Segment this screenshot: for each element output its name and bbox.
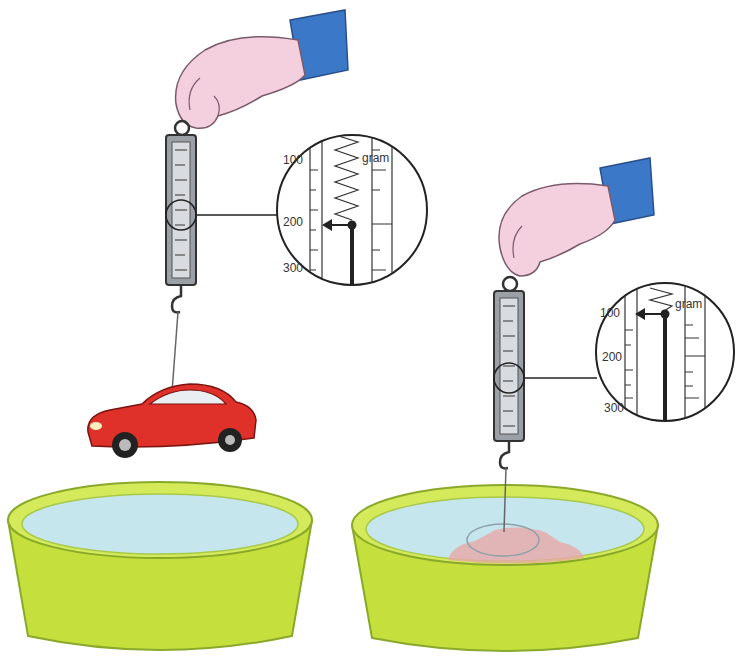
spring [650,288,672,311]
zoom-marker [494,363,524,393]
pointer-head [322,219,332,231]
string [172,312,178,392]
scale-ticks [625,330,633,398]
leader-line [196,214,277,216]
scale-ticks [372,223,392,224]
zoom-scale [310,130,392,292]
scale-ticks [685,355,705,356]
scale-edge [624,280,625,425]
scale-number: 200 [283,216,303,228]
scale-window [500,298,518,434]
toy-car [88,384,256,458]
scale-ring [175,121,189,135]
car-hub [225,435,235,445]
hand [176,10,348,128]
leader-line [524,377,597,379]
finger-line [513,226,522,258]
car-window [150,390,226,404]
hand-palm [176,37,305,129]
spring-scale [166,121,277,392]
submerged-car-outline [467,524,539,556]
zoom-scale [625,280,705,425]
scale-ticks [372,150,386,270]
car-body [88,384,256,447]
water-surface [22,494,298,554]
scale-edge [391,130,392,290]
finger-line [189,78,200,110]
scale-ticks [175,150,187,270]
string [504,468,506,532]
car-hub [119,439,131,451]
scale-number: 300 [604,402,624,414]
finger-line [214,96,219,116]
unit-label: gram [675,298,702,310]
scale-ticks [310,170,318,270]
scale-body [166,135,196,285]
zoom-circle [596,280,734,425]
basin-rim [8,482,312,558]
scale-hook [500,441,509,468]
pointer-rod [663,314,667,425]
hand-palm [499,184,615,276]
pointer-rod [350,225,354,292]
scale-edge [636,280,637,425]
water-basin [8,482,312,650]
scale-ticks [685,325,699,398]
zoom-marker [166,200,196,230]
scale-edge [704,280,705,425]
scale-body [494,291,524,441]
scale-ring [503,277,517,291]
scale-hook [172,285,181,312]
pointer-head [635,308,645,320]
car-headlight [90,422,102,430]
scale-number: 300 [283,262,303,274]
scale-number: 200 [602,351,622,363]
car-wheel [218,428,242,452]
unit-label: gram [362,152,389,164]
scale-number: 100 [283,154,303,166]
hand [499,158,654,276]
spring-scale [494,277,597,532]
zoom-circle [277,130,427,292]
scale-number: 100 [600,307,620,319]
spring [335,135,358,220]
car-wheel [112,432,138,458]
scale-ticks [503,306,515,426]
scale-window [172,142,190,278]
scale-edge [321,130,322,290]
